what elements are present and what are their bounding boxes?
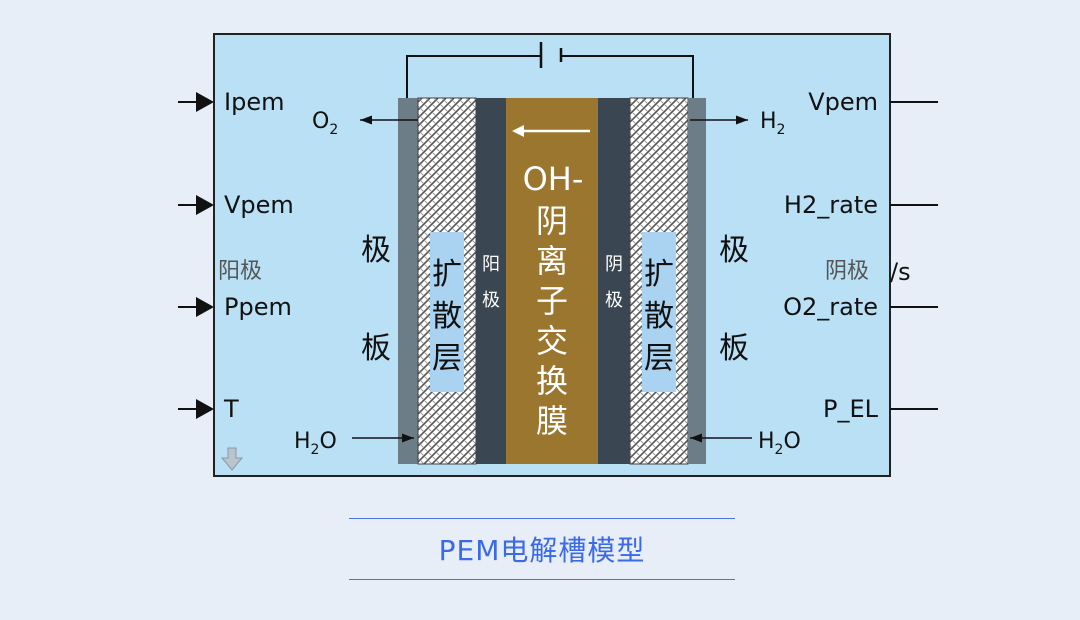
diffusion-window-right <box>642 232 676 392</box>
input-label-vpem: Vpem <box>224 191 294 219</box>
ion-direction-arrowhead <box>512 125 524 137</box>
output-label-p-el: P_EL <box>823 395 879 423</box>
h2-label: H2 <box>760 109 785 138</box>
output-label-h2-rate: H2_rate <box>784 191 878 219</box>
power-source-wire <box>406 42 694 100</box>
diffusion-label-left-2: 散 <box>432 299 462 334</box>
diffusion-label-right-1: 扩 <box>644 257 674 292</box>
output-label-o2-rate: O2_rate <box>783 293 878 321</box>
cathode-label-2: 极 <box>605 290 623 311</box>
membrane-label-3: 子 <box>536 282 568 320</box>
input-port-vpem[interactable]: Vpem <box>178 191 294 219</box>
membrane-label-2: 离 <box>536 242 568 280</box>
output-port-h2-rate[interactable]: H2_rate <box>784 191 938 219</box>
output-ports: Vpem H2_rate O2_rate P_EL <box>783 88 938 423</box>
plate-label-right-2: 板 <box>719 331 749 366</box>
membrane-label-4: 交 <box>536 322 568 360</box>
down-arrow-icon[interactable] <box>220 447 244 471</box>
plate-label-right-1: 极 <box>719 233 749 268</box>
anode-label-2: 极 <box>482 290 500 311</box>
output-port-p-el[interactable]: P_EL <box>823 395 938 423</box>
input-port-ppem[interactable]: Ppem <box>178 293 292 321</box>
diffusion-window-left <box>430 232 464 392</box>
figure-caption: PEM电解槽模型 <box>349 518 735 580</box>
cathode-electrode <box>598 98 630 464</box>
output-label-vpem: Vpem <box>808 88 878 116</box>
input-port-ipem[interactable]: Ipem <box>178 88 284 116</box>
faint-label-cathode: 阴极 <box>825 259 869 284</box>
electrolyzer-cell <box>398 97 706 465</box>
ion-label: OH- <box>523 160 584 198</box>
diffusion-label-right-3: 层 <box>644 341 674 376</box>
diffusion-label-right-2: 散 <box>644 299 674 334</box>
flow-arrows <box>352 115 752 443</box>
plate-label-left-1: 极 <box>361 233 391 268</box>
anion-exchange-membrane <box>506 98 598 464</box>
input-ports: Ipem Vpem Ppem T <box>178 88 294 423</box>
bipolar-plate-right <box>688 98 706 464</box>
membrane-label-1: 阴 <box>536 202 568 240</box>
membrane-label-5: 换 <box>536 362 568 400</box>
input-label-ppem: Ppem <box>224 293 292 321</box>
faint-label-units: /s <box>890 258 911 286</box>
h2o-label-left: H2O <box>294 429 337 458</box>
membrane-label-6: 膜 <box>536 402 568 440</box>
h2o-label-right: H2O <box>758 429 801 458</box>
input-port-t[interactable]: T <box>178 395 239 423</box>
o2-label: O2 <box>312 109 338 138</box>
input-label-t: T <box>223 395 239 423</box>
anode-electrode <box>476 98 506 464</box>
input-label-ipem: Ipem <box>224 88 284 116</box>
plate-label-left-2: 板 <box>361 331 391 366</box>
cathode-label-1: 阴 <box>605 254 623 275</box>
anode-label-1: 阳 <box>482 254 500 275</box>
output-port-vpem[interactable]: Vpem <box>808 88 938 116</box>
diffusion-label-left-3: 层 <box>432 341 462 376</box>
output-port-o2-rate[interactable]: O2_rate <box>783 293 938 321</box>
bipolar-plate-left <box>398 98 418 464</box>
faint-label-anode: 阳极 <box>218 259 262 284</box>
diffusion-label-left-1: 扩 <box>432 257 462 292</box>
